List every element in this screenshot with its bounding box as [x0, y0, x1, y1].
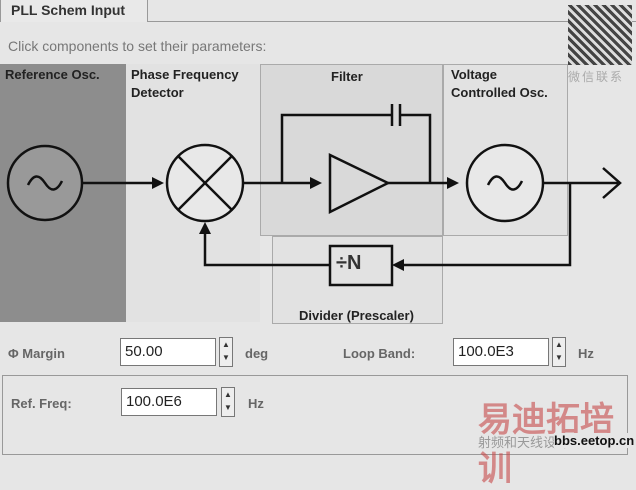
tab-pll-schem-input[interactable]: PLL Schem Input	[0, 0, 148, 22]
sine-icon	[486, 175, 524, 191]
divider-symbol: ÷N	[336, 252, 362, 274]
phase-margin-input[interactable]: 50.00	[120, 338, 216, 366]
instruction-text: Click components to set their parameters…	[8, 38, 267, 54]
loop-band-input[interactable]: 100.0E3	[453, 338, 549, 366]
pfd-label-1: Phase Frequency	[131, 67, 239, 82]
phase-margin-label: Φ Margin	[8, 346, 65, 361]
qr-code-watermark	[568, 5, 632, 65]
site-watermark: bbs.eetop.cn	[554, 433, 635, 448]
vco-label-1: Voltage	[451, 67, 497, 82]
amplifier-symbol	[328, 153, 391, 215]
pll-schematic	[6, 104, 622, 287]
loop-band-label: Loop Band:	[343, 346, 416, 361]
spin-down-icon[interactable]: ▼	[224, 403, 232, 412]
filter-block[interactable]	[260, 64, 443, 236]
sine-icon	[26, 175, 64, 191]
ref-osc-label: Reference Osc.	[5, 67, 100, 82]
filter-label: Filter	[331, 69, 363, 84]
output-arrow-icon	[602, 167, 622, 199]
tab-divider	[148, 21, 636, 22]
phase-margin-unit: deg	[245, 346, 269, 361]
wechat-watermark: 微信联系	[568, 70, 625, 84]
divider-label: Divider (Prescaler)	[299, 308, 414, 323]
ref-freq-label: Ref. Freq:	[11, 396, 72, 411]
divider-block[interactable]	[272, 236, 443, 324]
ref-freq-unit: Hz	[248, 396, 264, 411]
ref-freq-spinner[interactable]: ▲▼	[221, 387, 235, 417]
spin-up-icon[interactable]: ▲	[222, 340, 230, 349]
spin-down-icon[interactable]: ▼	[555, 353, 563, 362]
loop-band-spinner[interactable]: ▲▼	[552, 337, 566, 367]
spin-up-icon[interactable]: ▲	[555, 340, 563, 349]
pfd-label-2: Detector	[131, 85, 184, 100]
spin-down-icon[interactable]: ▼	[222, 353, 230, 362]
loop-band-unit: Hz	[578, 346, 594, 361]
ref-freq-input[interactable]: 100.0E6	[121, 388, 217, 416]
vco-label-2: Controlled Osc.	[451, 85, 548, 100]
spin-up-icon[interactable]: ▲	[224, 390, 232, 399]
phase-margin-spinner[interactable]: ▲▼	[219, 337, 233, 367]
